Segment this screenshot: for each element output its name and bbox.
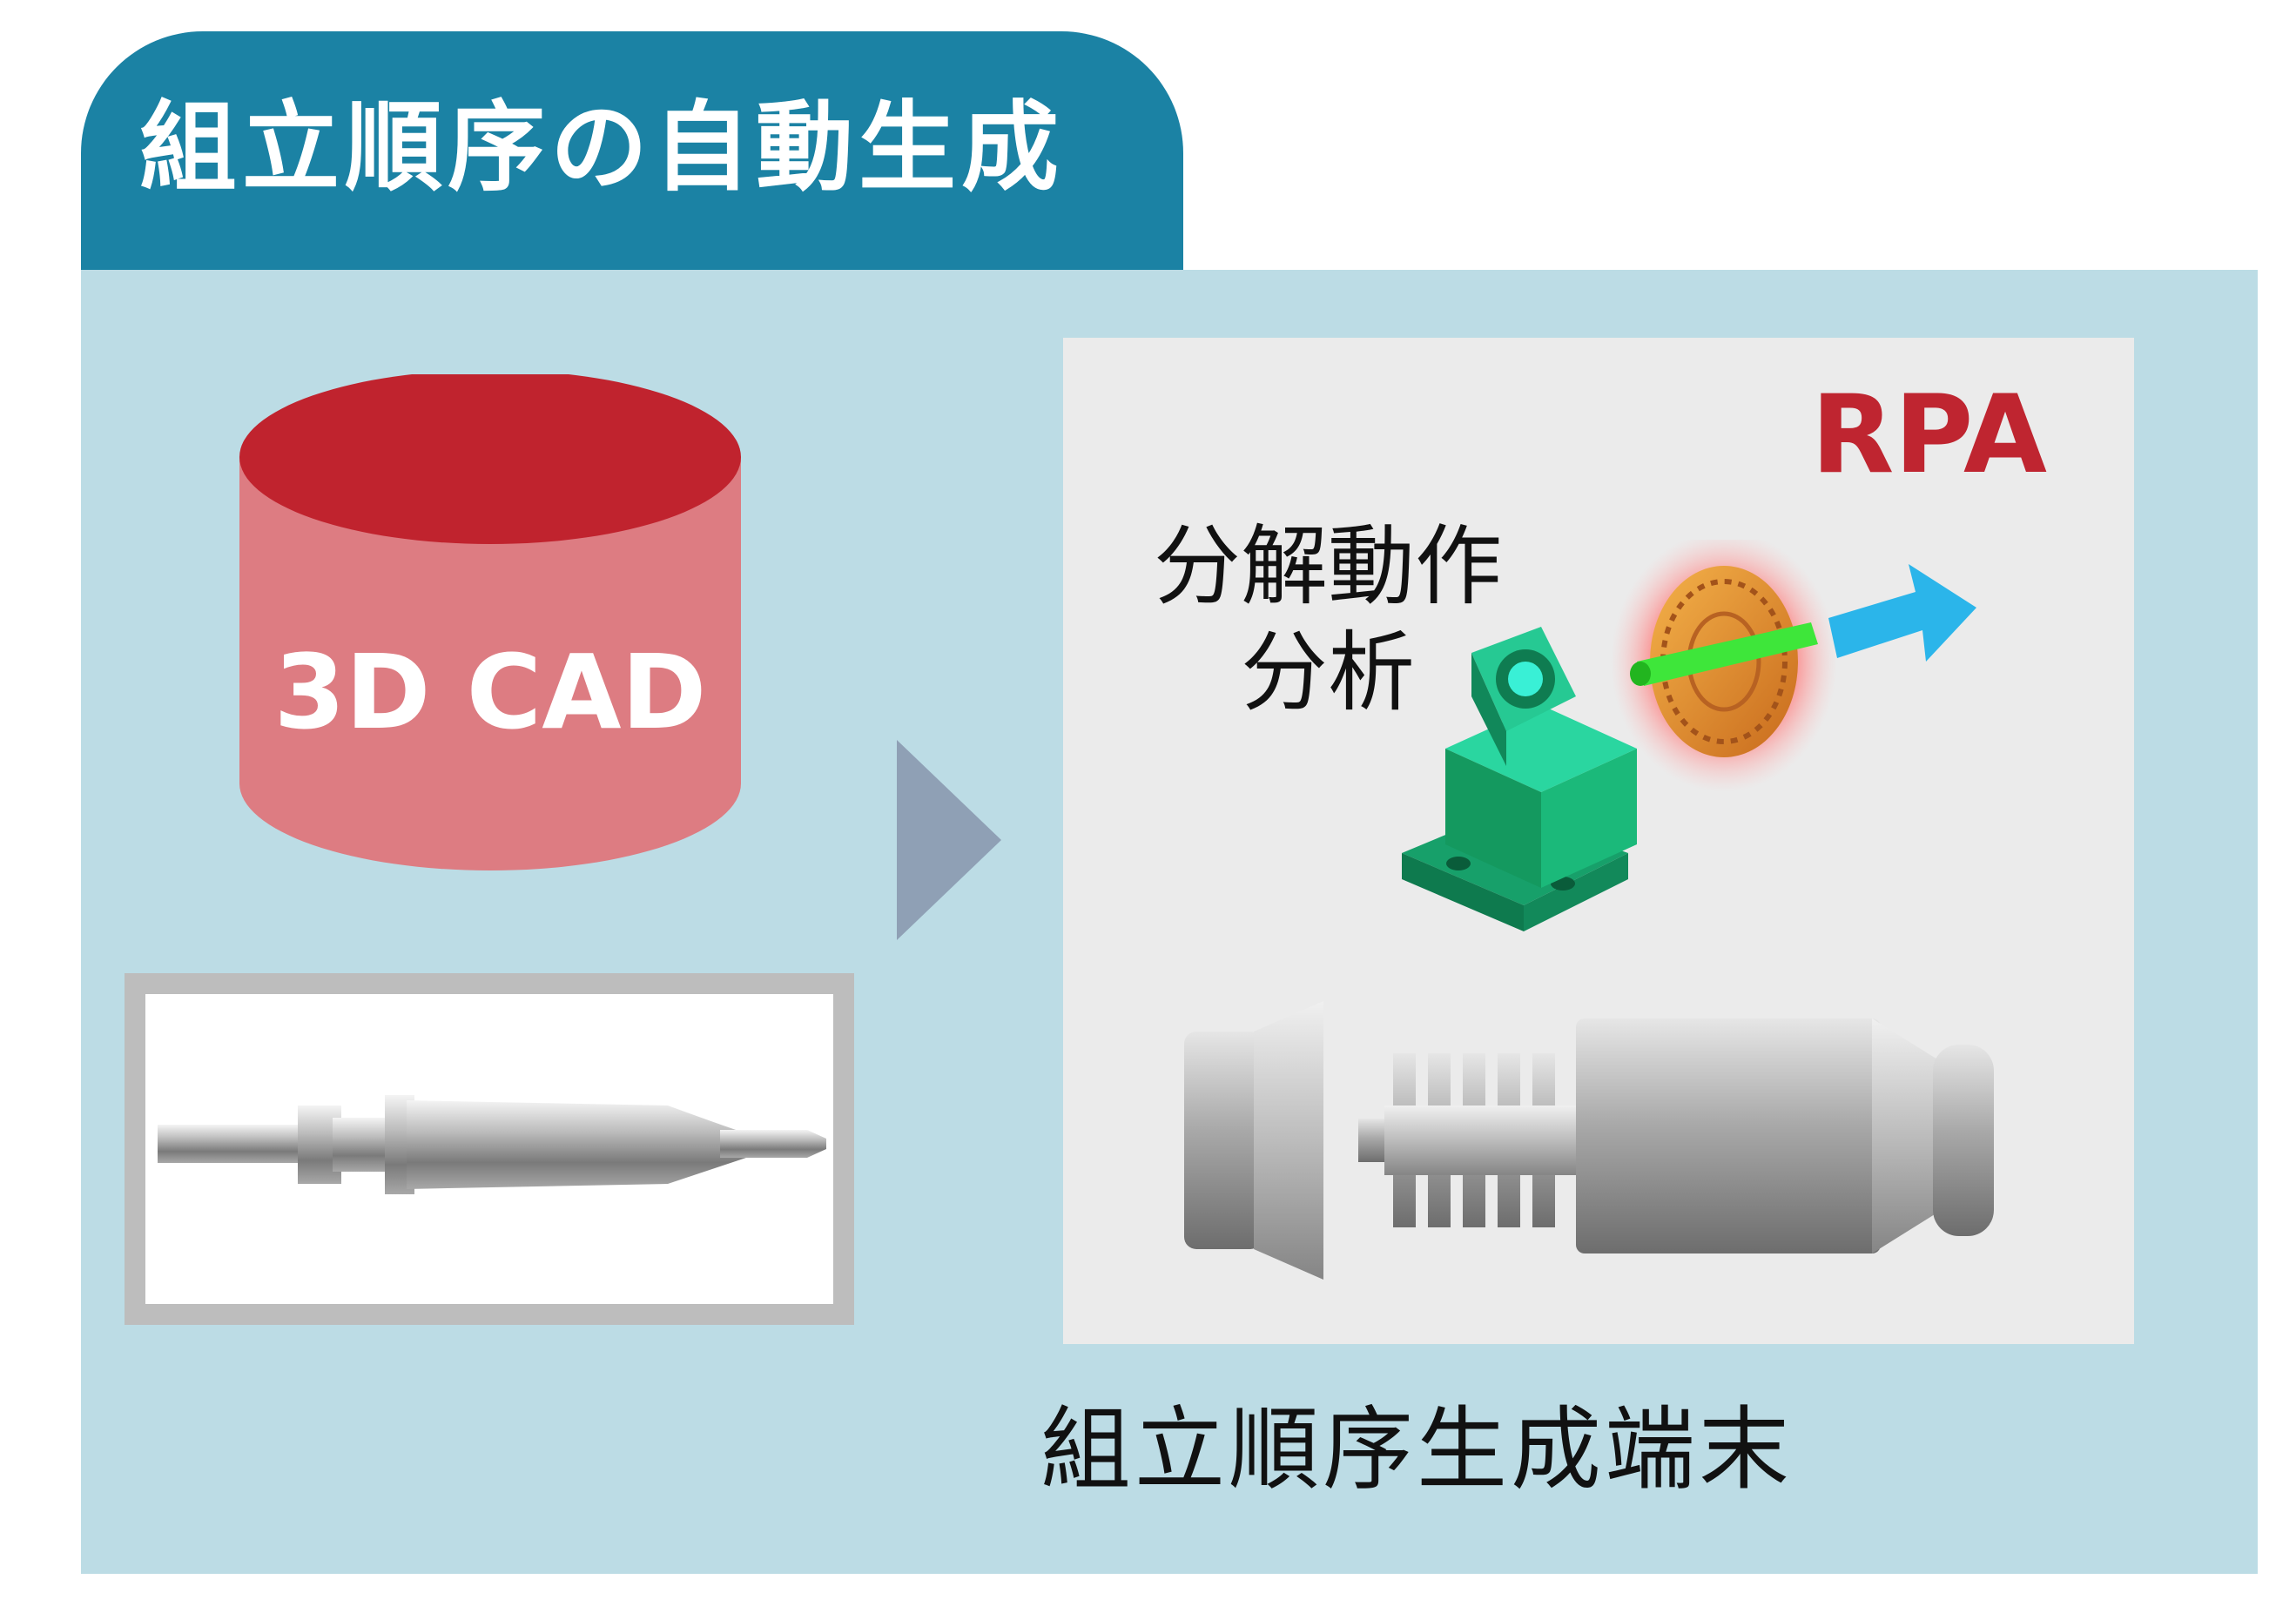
title-tab	[81, 31, 1183, 294]
cad-database-icon	[239, 374, 741, 870]
motor-body-part	[1576, 1018, 1994, 1253]
green-shaft-icon	[1630, 622, 1818, 686]
motion-arrow-icon	[1828, 564, 1976, 662]
green-bracket-icon	[1402, 627, 1637, 931]
shaft-fins-part	[1358, 1053, 1593, 1227]
rpa-label: RPA	[1811, 373, 2047, 498]
shaft-thumbnail	[125, 973, 854, 1325]
terminal-caption: 組立順序生成端末	[1040, 1396, 1794, 1502]
end-cap-part	[1184, 1001, 1323, 1280]
cad-label: 3D CAD	[273, 632, 707, 752]
motor-exploded-illustration	[1184, 1001, 1994, 1280]
analysis-line-2: 分析	[1241, 622, 1415, 723]
disassembly-illustration	[1402, 540, 1976, 931]
shaft-part-icon	[158, 1095, 826, 1194]
analysis-line-1: 分解動作	[1154, 515, 1502, 617]
triangle-arrow-right-icon	[897, 740, 1001, 940]
disassembly-analysis-label: 分解動作 分析	[1123, 514, 1532, 726]
page-title: 組立順序の自動生成	[139, 91, 1064, 205]
